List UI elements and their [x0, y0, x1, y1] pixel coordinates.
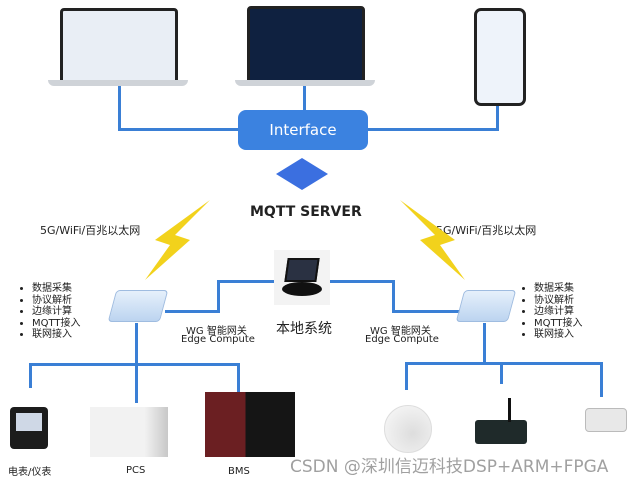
- connector: [118, 85, 121, 130]
- gateway-right-name: WG 智能网关: [370, 326, 431, 337]
- camera-icon: [585, 408, 627, 432]
- connector: [135, 323, 138, 365]
- connector: [330, 280, 395, 283]
- feature-item: 协议解析: [534, 295, 583, 307]
- connector: [392, 280, 395, 312]
- connector: [29, 363, 240, 366]
- connector: [405, 362, 603, 365]
- device-label-meter: 电表/仪表: [8, 467, 52, 478]
- interface-box: Interface: [238, 110, 368, 150]
- connector: [303, 85, 306, 110]
- network-label-left: 5G/WiFi/百兆以太网: [40, 224, 141, 237]
- feature-item: 联网接入: [534, 329, 583, 341]
- connector: [237, 363, 240, 393]
- feature-item: 边缘计算: [32, 306, 81, 318]
- device-label-pcs: PCS: [126, 465, 146, 476]
- phone-icon: [474, 8, 526, 106]
- connector: [29, 363, 32, 388]
- connector: [165, 310, 220, 313]
- lightning-icon: [400, 200, 465, 280]
- server-label: MQTT SERVER: [250, 204, 362, 220]
- antenna-icon: [508, 398, 511, 422]
- pcs-icon: [90, 407, 168, 457]
- connector: [496, 100, 499, 131]
- feature-item: MQTT接入: [534, 318, 583, 330]
- connector: [483, 323, 486, 365]
- laptop-dashboard-icon: [60, 8, 178, 84]
- connector: [368, 128, 499, 131]
- server-icon: [276, 158, 328, 190]
- local-system-label: 本地系统: [276, 321, 332, 337]
- connector: [217, 280, 274, 283]
- laptop-dashboard-icon: [247, 6, 365, 84]
- local-computer-icon: [274, 250, 330, 305]
- feature-item: 协议解析: [32, 295, 81, 307]
- connector: [217, 280, 220, 312]
- feature-item: 联网接入: [32, 329, 81, 341]
- bms-icon: [205, 392, 295, 457]
- connector: [405, 362, 408, 390]
- gateway-icon: [455, 290, 517, 322]
- feature-item: 数据采集: [534, 283, 583, 295]
- lightning-icon: [145, 200, 210, 280]
- gateway-left-name: WG 智能网关: [186, 326, 247, 337]
- device-label-bms: BMS: [228, 466, 250, 477]
- feature-item: 边缘计算: [534, 306, 583, 318]
- acquisition-module-icon: [475, 420, 527, 444]
- gateway-right-subtitle: Edge Compute: [365, 334, 439, 345]
- connector: [135, 363, 138, 403]
- gateway-right-features: 数据采集 协议解析 边缘计算 MQTT接入 联网接入: [520, 283, 583, 341]
- gateway-left-features: 数据采集 协议解析 边缘计算 MQTT接入 联网接入: [18, 283, 81, 341]
- meter-icon: [10, 407, 48, 449]
- gateway-icon: [107, 290, 169, 322]
- watermark: CSDN @深圳信迈科技DSP+ARM+FPGA: [290, 457, 609, 477]
- gateway-left-subtitle: Edge Compute: [181, 334, 255, 345]
- connector: [600, 362, 603, 397]
- laptop-base: [48, 80, 188, 86]
- laptop-base: [235, 80, 375, 86]
- network-label-right: 5G/WiFi/百兆以太网: [436, 224, 537, 237]
- motion-sensor-icon: [384, 405, 432, 453]
- connector: [118, 128, 240, 131]
- feature-item: 数据采集: [32, 283, 81, 295]
- connector: [392, 310, 462, 313]
- connector: [500, 362, 503, 384]
- feature-item: MQTT接入: [32, 318, 81, 330]
